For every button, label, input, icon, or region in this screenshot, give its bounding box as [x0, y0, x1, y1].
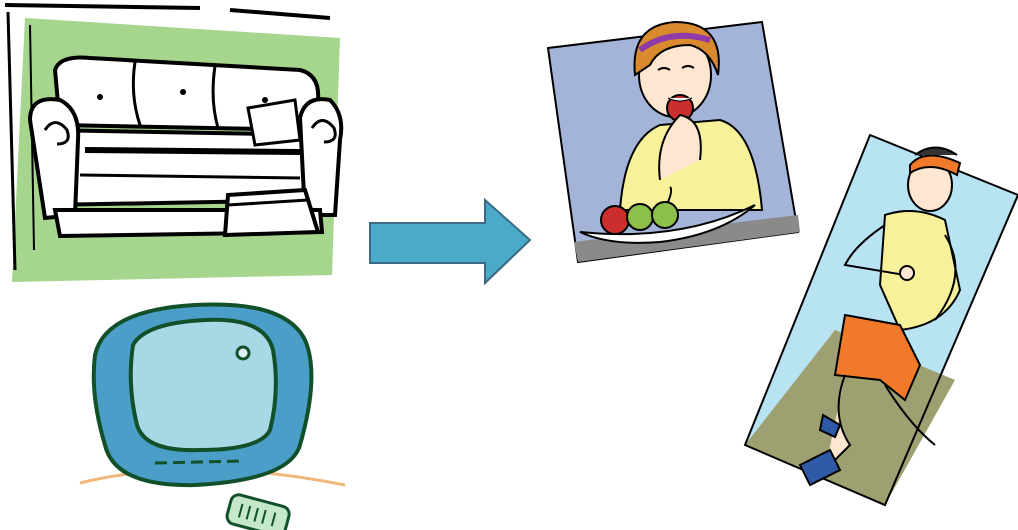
remote-control-icon	[225, 493, 291, 530]
arrow-right-icon	[365, 195, 535, 290]
man-running-icon	[735, 125, 1018, 520]
couch-illustration	[0, 0, 350, 290]
television-icon	[75, 295, 350, 530]
television-illustration	[75, 295, 350, 530]
couch-icon	[0, 0, 350, 290]
transition-arrow	[365, 195, 535, 290]
runner-illustration	[735, 125, 1018, 520]
